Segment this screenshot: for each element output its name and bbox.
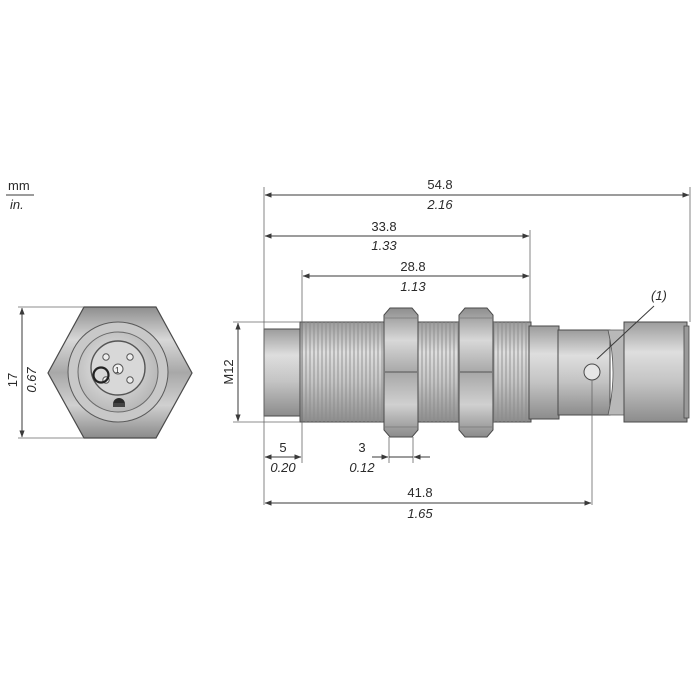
dim-face-mm: 5 xyxy=(279,440,286,455)
unit-in: in. xyxy=(10,197,24,212)
led-base xyxy=(113,403,125,407)
connector-plug xyxy=(623,321,688,423)
note-ref: (1) xyxy=(651,288,667,303)
connector-key-ring xyxy=(92,366,110,384)
led-indicator xyxy=(583,363,601,381)
connector-pin xyxy=(126,353,134,361)
dim-nut-mm: 3 xyxy=(358,440,365,455)
dim-nut-in: 0.12 xyxy=(349,460,375,475)
dimensions: 54.8 2.16 33.8 1.33 28.8 1.13 5 0.20 3 0… xyxy=(263,177,691,521)
pin-label: 1 xyxy=(115,366,120,375)
connector-center xyxy=(112,363,124,375)
lock-nut xyxy=(458,307,494,438)
dim-to-body-in: 1.33 xyxy=(371,238,397,253)
dim-overall-in: 2.16 xyxy=(426,197,453,212)
connector-pin xyxy=(126,376,134,384)
dim-to-led-mm: 41.8 xyxy=(407,485,432,500)
led-window xyxy=(113,398,125,404)
dim-face-in: 0.20 xyxy=(270,460,296,475)
side-view: M12 (1) xyxy=(221,288,690,438)
dim-to-led-in: 1.65 xyxy=(407,506,433,521)
body-collar xyxy=(528,325,560,420)
connector-neck xyxy=(607,329,626,416)
dim-thread-in: 1.13 xyxy=(400,279,426,294)
units-legend: mm in. xyxy=(6,178,34,212)
connector-plug-end xyxy=(683,325,690,419)
dim-height-in: 0.67 xyxy=(24,367,39,393)
dim-height-mm: 17 xyxy=(5,373,20,387)
sensing-face xyxy=(263,328,303,417)
lock-nut xyxy=(383,307,419,438)
connector-pin xyxy=(102,353,110,361)
thread-label: M12 xyxy=(221,359,236,384)
end-view: 1 17 0.67 xyxy=(5,306,193,439)
dim-thread-mm: 28.8 xyxy=(400,259,425,274)
dim-overall-mm: 54.8 xyxy=(427,177,452,192)
dim-to-body-mm: 33.8 xyxy=(371,219,396,234)
unit-mm: mm xyxy=(8,178,30,193)
leader-line xyxy=(596,305,655,360)
